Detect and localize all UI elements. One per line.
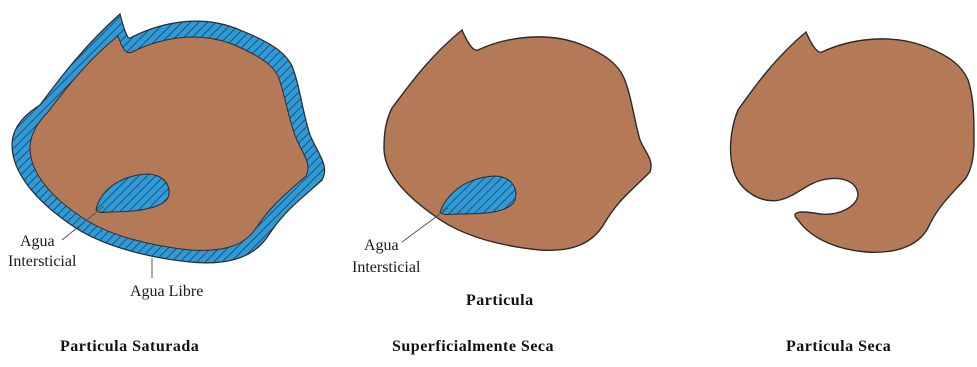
panel-dry	[731, 32, 974, 252]
label-intersticial-2: Intersticial	[352, 258, 420, 278]
caption-seca: Particula Seca	[786, 338, 891, 356]
label-agua-2: Agua	[364, 236, 399, 256]
panel-surface-dry	[384, 30, 651, 250]
label-intersticial-1: Intersticial	[8, 252, 76, 272]
caption-superficialmente-seca: Superficialmente Seca	[392, 338, 554, 356]
caption-particula: Particula	[466, 292, 534, 310]
particle-body-surface-dry	[384, 30, 651, 250]
label-agua-libre: Agua Libre	[130, 282, 203, 302]
label-agua-1: Agua	[20, 232, 55, 252]
leader-agua-2	[402, 208, 448, 242]
particle-body-dry	[731, 32, 974, 252]
caption-saturada: Particula Saturada	[60, 338, 199, 356]
panel-saturated	[12, 14, 325, 278]
